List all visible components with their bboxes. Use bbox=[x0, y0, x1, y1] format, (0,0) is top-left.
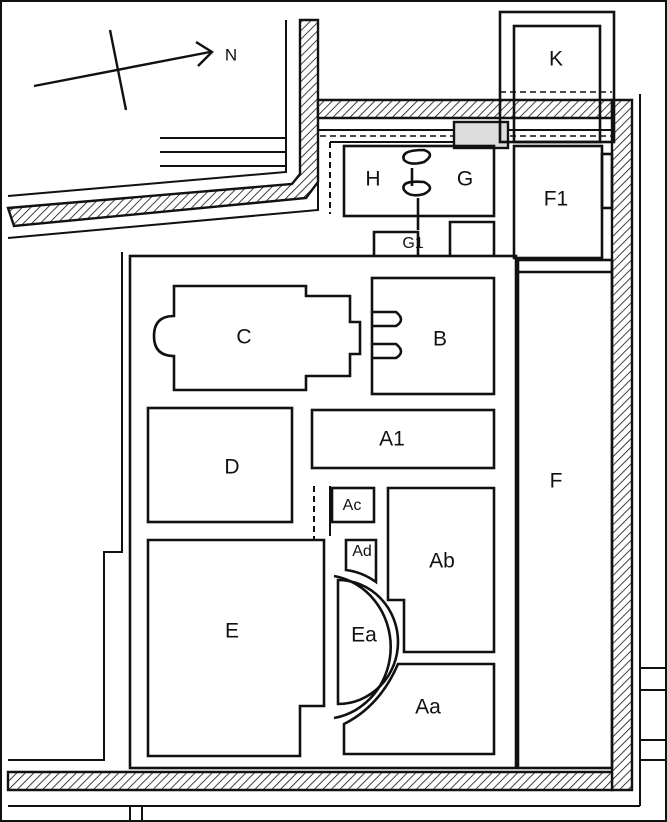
room-label-e: E bbox=[225, 620, 239, 643]
north-label: N bbox=[225, 45, 237, 64]
room-ac: Ac bbox=[330, 486, 376, 524]
room-label-aa: Aa bbox=[415, 696, 441, 719]
room-ab: Ab bbox=[386, 486, 496, 654]
room-c: C bbox=[152, 284, 362, 392]
room-label-a1: A1 bbox=[379, 428, 405, 451]
room-label-h: H bbox=[365, 168, 380, 191]
room-ad: Ad bbox=[344, 538, 378, 585]
room-ea: Ea bbox=[333, 574, 400, 720]
room-label-f: F bbox=[550, 470, 563, 493]
room-label-g: G bbox=[457, 168, 473, 191]
room-a1: A1 bbox=[310, 408, 496, 470]
room-f1: F1 bbox=[512, 144, 614, 260]
inner-enclosure bbox=[128, 254, 518, 770]
room-e: E bbox=[146, 538, 326, 758]
room-h-g: H G bbox=[342, 144, 496, 230]
room-label-g1: G1 bbox=[402, 235, 423, 252]
room-label-k: K bbox=[549, 48, 563, 71]
room-label-ad: Ad bbox=[352, 543, 372, 560]
room-label-ac: Ac bbox=[343, 497, 362, 514]
room-b: B bbox=[370, 276, 496, 396]
north-arrow: N bbox=[33, 29, 237, 111]
room-label-f1: F1 bbox=[544, 188, 569, 211]
room-label-d: D bbox=[224, 456, 239, 479]
room-g1: G1 bbox=[372, 220, 496, 256]
room-label-ab: Ab bbox=[429, 550, 455, 573]
room-aa: Aa bbox=[342, 662, 496, 756]
room-label-b: B bbox=[433, 328, 447, 351]
perimeter-walls bbox=[6, 18, 634, 792]
room-label-c: C bbox=[236, 326, 251, 349]
room-label-ea: Ea bbox=[351, 624, 377, 647]
outer-lines bbox=[7, 20, 667, 822]
room-d: D bbox=[146, 406, 294, 524]
room-k: K bbox=[498, 10, 616, 144]
room-f: F bbox=[516, 258, 614, 770]
